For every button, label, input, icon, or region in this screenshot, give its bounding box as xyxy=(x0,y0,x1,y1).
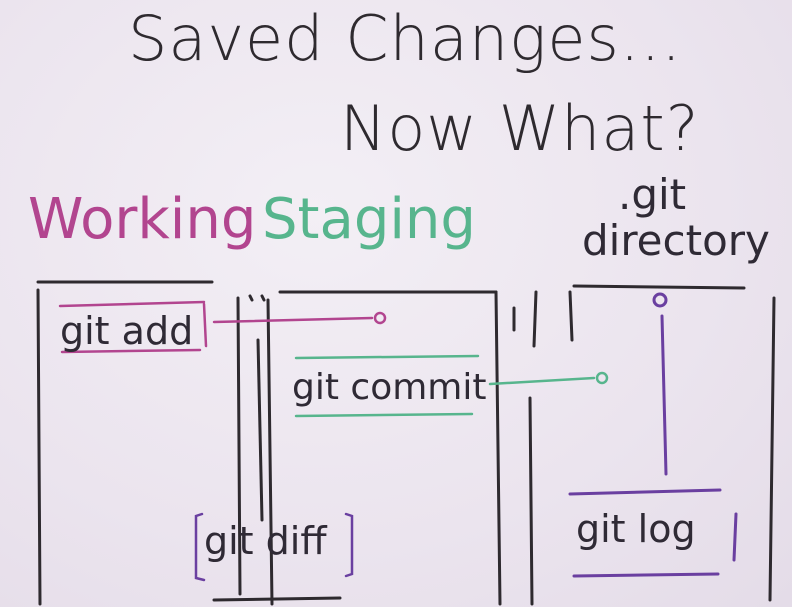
git-directory-label-line-1: .git xyxy=(618,170,687,219)
bottom-line xyxy=(212,596,342,602)
title-line-1: Saved Changes... xyxy=(128,2,682,75)
git-directory-label-line-2: directory xyxy=(582,216,770,265)
git-diff-bracket xyxy=(194,512,354,582)
git-log-label: git log xyxy=(576,507,696,551)
staging-label: Staging xyxy=(262,187,476,252)
working-label: Working xyxy=(28,187,257,252)
git-commit-label: git commit xyxy=(292,367,487,408)
git-directory-box xyxy=(568,284,776,602)
staging-box xyxy=(266,290,538,606)
title-line-2: Now What? xyxy=(340,92,700,165)
git-add-arrow xyxy=(58,300,387,354)
git-directory-arrow xyxy=(568,292,738,578)
git-add-label: git add xyxy=(60,309,194,353)
git-diff-label: git diff xyxy=(204,519,327,563)
git-commit-arrow xyxy=(294,354,609,418)
working-box xyxy=(36,280,266,606)
